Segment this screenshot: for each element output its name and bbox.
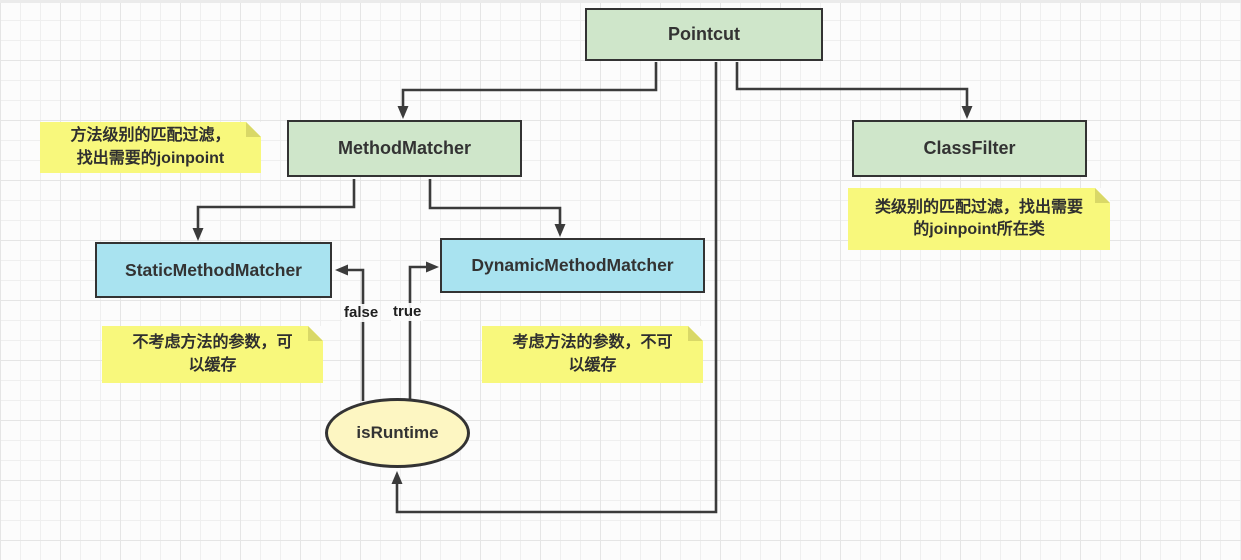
note-class-filter: 类级别的匹配过滤，找出需要 的joinpoint所在类 — [848, 188, 1110, 250]
node-static-method-matcher: StaticMethodMatcher — [95, 242, 332, 298]
edge-pointcut-methodmatcher — [397, 62, 658, 119]
arrowhead-right-icon — [426, 261, 439, 273]
arrowhead-down-icon — [554, 224, 566, 237]
note-method-matcher-text: 方法级别的匹配过滤， 找出需要的joinpoint — [70, 127, 231, 167]
node-class-filter: ClassFilter — [852, 120, 1087, 177]
node-is-runtime: isRuntime — [325, 398, 470, 468]
node-method-matcher: MethodMatcher — [287, 120, 522, 177]
node-pointcut-label: Pointcut — [668, 24, 740, 44]
edge-isruntime-false-staticmethodmatcher — [335, 264, 365, 401]
edge-pointcut-isruntime — [391, 62, 718, 514]
edge-isruntime-true-dynamicmethodmatcher — [408, 261, 439, 400]
edge-label-true: true — [391, 303, 424, 321]
canvas-top-edge — [0, 0, 1241, 3]
node-is-runtime-label: isRuntime — [356, 423, 439, 442]
edge-pointcut-classfilter — [735, 62, 973, 119]
node-static-method-matcher-label: StaticMethodMatcher — [125, 259, 302, 280]
edge-label-false: false — [342, 304, 381, 322]
node-pointcut: Pointcut — [585, 8, 823, 61]
arrowhead-up-icon — [391, 471, 403, 484]
arrowhead-down-icon — [961, 106, 973, 119]
node-class-filter-label: ClassFilter — [923, 138, 1016, 158]
edge-methodmatcher-staticmethodmatcher — [192, 179, 356, 241]
note-dynamic-method-matcher-text: 考虑方法的参数，不可 以缓存 — [512, 334, 673, 374]
note-dynamic-method-matcher: 考虑方法的参数，不可 以缓存 — [482, 326, 703, 383]
node-dynamic-method-matcher-label: DynamicMethodMatcher — [471, 255, 674, 275]
note-method-matcher: 方法级别的匹配过滤， 找出需要的joinpoint — [40, 122, 261, 173]
edge-methodmatcher-dynamicmethodmatcher — [428, 179, 566, 237]
note-static-method-matcher: 不考虑方法的参数，可 以缓存 — [102, 326, 323, 383]
arrowhead-down-icon — [192, 228, 204, 241]
arrowhead-left-icon — [335, 264, 348, 276]
node-method-matcher-label: MethodMatcher — [337, 138, 471, 158]
note-static-method-matcher-text: 不考虑方法的参数，可 以缓存 — [132, 334, 293, 374]
arrowhead-down-icon — [397, 106, 409, 119]
note-class-filter-text: 类级别的匹配过滤，找出需要 的joinpoint所在类 — [874, 198, 1083, 238]
node-dynamic-method-matcher: DynamicMethodMatcher — [440, 238, 705, 293]
